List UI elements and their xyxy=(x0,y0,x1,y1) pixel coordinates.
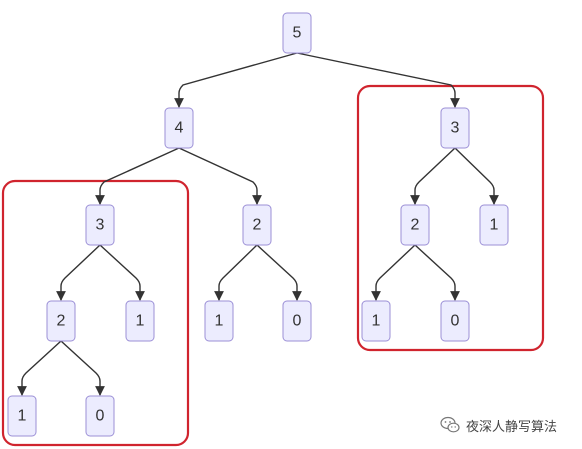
tree-node-n5: 5 xyxy=(282,12,312,54)
node-label: 2 xyxy=(411,217,420,234)
wechat-icon xyxy=(440,416,460,433)
node-box xyxy=(46,300,76,342)
node-box xyxy=(242,204,272,246)
edge-n2m-n0m xyxy=(256,244,302,301)
edge-n5-n3r xyxy=(296,52,460,108)
tree-node-n2r: 2 xyxy=(400,204,430,246)
tree-node-n1l: 1 xyxy=(125,300,155,342)
edge-n3l-n2l xyxy=(56,244,101,301)
node-label: 5 xyxy=(293,25,302,42)
node-box xyxy=(85,204,115,246)
node-label: 3 xyxy=(96,217,105,234)
watermark-text: 夜深人静写算法 xyxy=(466,419,558,435)
tree-node-n2m: 2 xyxy=(242,204,272,246)
node-label: 1 xyxy=(215,313,224,330)
watermark: 夜深人静写算法 xyxy=(440,414,557,436)
node-box xyxy=(400,204,430,246)
node-label: 2 xyxy=(253,217,262,234)
edge-n2r-n1rr xyxy=(371,244,416,301)
node-box xyxy=(479,204,509,246)
edge-n2l-n1ll xyxy=(17,340,62,396)
node-box xyxy=(204,300,234,342)
tree-node-n3r: 3 xyxy=(440,107,470,149)
node-box xyxy=(164,107,194,149)
node-label: 0 xyxy=(96,408,105,425)
tree-node-n0rr: 0 xyxy=(440,300,470,342)
tree-node-n1r: 1 xyxy=(479,204,509,246)
node-box xyxy=(440,107,470,149)
node-label: 0 xyxy=(293,313,302,330)
node-box xyxy=(85,395,115,437)
edge-n3r-n2r xyxy=(410,147,456,205)
node-label: 4 xyxy=(175,120,184,137)
edge-n3r-n1r xyxy=(454,147,499,205)
node-box xyxy=(282,300,312,342)
edge-n2l-n0ll xyxy=(60,340,105,396)
tree-node-n0ll: 0 xyxy=(85,395,115,437)
node-box xyxy=(282,12,312,54)
tree-node-n3l: 3 xyxy=(85,204,115,246)
tree-node-n1ll: 1 xyxy=(7,395,37,437)
node-box xyxy=(440,300,470,342)
node-box xyxy=(361,300,391,342)
edge-n5-n4 xyxy=(174,52,298,108)
node-label: 2 xyxy=(57,313,66,330)
edge-n3l-n1l xyxy=(99,244,145,301)
node-box xyxy=(7,395,37,437)
highlight-box-n3r xyxy=(356,84,545,352)
highlight-box-n3l xyxy=(1,179,190,447)
node-label: 1 xyxy=(490,217,499,234)
node-label: 3 xyxy=(451,120,460,137)
node-box xyxy=(125,300,155,342)
node-label: 0 xyxy=(451,313,460,330)
tree-node-n1rr: 1 xyxy=(361,300,391,342)
edge-n2r-n0rr xyxy=(414,244,460,301)
tree-node-n4: 4 xyxy=(164,107,194,149)
edge-n2m-n1m xyxy=(214,244,258,301)
edge-n4-n3l xyxy=(95,147,180,205)
edge-n4-n2m xyxy=(178,147,262,205)
tree-node-n1m: 1 xyxy=(204,300,234,342)
tree-node-n2l: 2 xyxy=(46,300,76,342)
node-label: 1 xyxy=(18,408,27,425)
node-label: 1 xyxy=(136,313,145,330)
node-label: 1 xyxy=(372,313,381,330)
tree-node-n0m: 0 xyxy=(282,300,312,342)
